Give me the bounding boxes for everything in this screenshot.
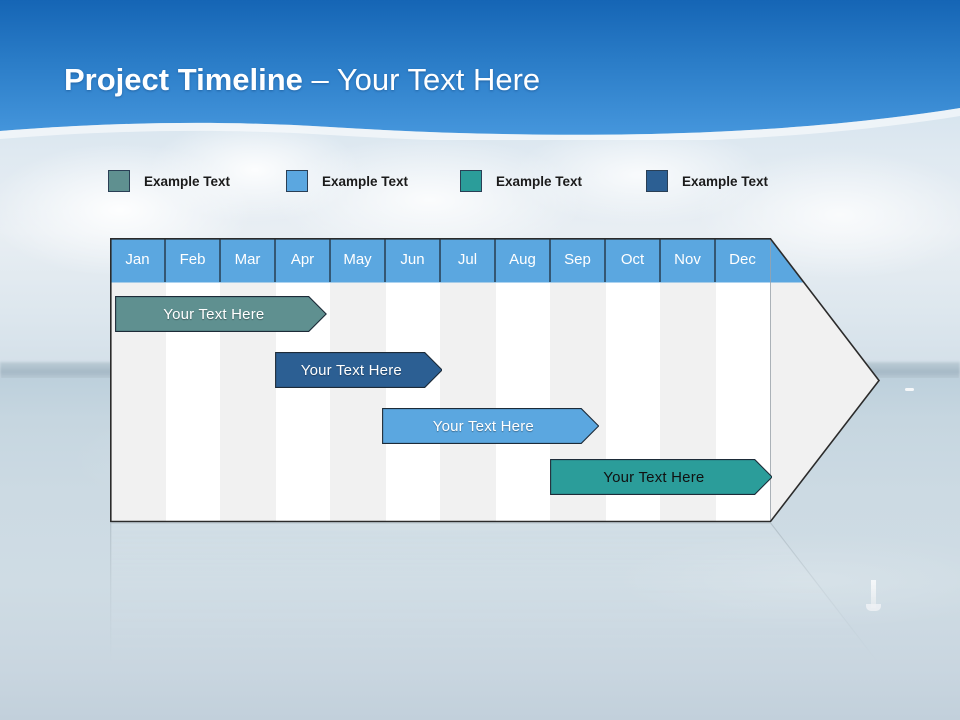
background-sailboat <box>866 580 881 611</box>
task-bar-chevron-shape <box>115 296 327 332</box>
task-bar-1[interactable]: Your Text Here <box>115 296 327 332</box>
task-bar-label: Your Text Here <box>163 305 265 323</box>
legend-item-1[interactable]: Example Text <box>108 168 230 194</box>
legend-item-label: Example Text <box>496 173 583 189</box>
month-header-jul[interactable]: Jul <box>457 251 478 268</box>
month-header-may[interactable]: May <box>343 251 372 268</box>
month-header-nov[interactable]: Nov <box>674 251 701 268</box>
month-header-sep[interactable]: Sep <box>564 251 591 268</box>
legend-item-label: Example Text <box>322 173 409 189</box>
title-banner <box>0 0 960 140</box>
task-bar-chevron-shape <box>549 459 773 495</box>
legend-item-3[interactable]: Example Text <box>460 168 582 194</box>
month-header-feb[interactable]: Feb <box>179 251 206 268</box>
task-bar-chevron-shape <box>381 408 599 444</box>
task-bar-2[interactable]: Your Text Here <box>274 352 443 388</box>
month-header-jun[interactable]: Jun <box>400 251 425 268</box>
background-speck <box>905 388 914 391</box>
month-header-aug[interactable]: Aug <box>509 251 536 268</box>
page-title-strong: Project Timeline <box>64 62 303 97</box>
task-bar-label: Your Text Here <box>432 417 534 435</box>
task-bar-label: Your Text Here <box>300 361 402 379</box>
legend-swatch-icon <box>286 170 308 192</box>
legend-swatch-icon <box>646 170 668 192</box>
legend-item-label: Example Text <box>682 173 769 189</box>
month-header-dec[interactable]: Dec <box>729 251 756 268</box>
page-title-light: – Your Text Here <box>302 62 541 97</box>
legend-swatch-icon <box>460 170 482 192</box>
chart-reflection <box>110 522 881 674</box>
legend: Example Text Example Text Example Text Exam… <box>108 168 848 196</box>
task-bar-3[interactable]: Your Text Here <box>381 408 599 444</box>
month-header-mar[interactable]: Mar <box>234 251 261 268</box>
page-title: Project Timeline – Your Text Here <box>64 60 540 100</box>
timeline-chart: Jan Feb Mar Apr May Jun Jul Aug Sep Oct Nov Dec You… <box>110 238 881 523</box>
legend-item-2[interactable]: Example Text <box>286 168 408 194</box>
month-header-apr[interactable]: Apr <box>290 251 315 268</box>
task-bar-chevron-shape <box>274 352 443 388</box>
month-header-jan[interactable]: Jan <box>125 251 150 268</box>
legend-item-4[interactable]: Example Text <box>646 168 768 194</box>
legend-swatch-icon <box>108 170 130 192</box>
legend-item-label: Example Text <box>144 173 231 189</box>
task-bar-4[interactable]: Your Text Here <box>549 459 773 495</box>
task-bar-label: Your Text Here <box>603 468 705 486</box>
month-header-oct[interactable]: Oct <box>620 251 645 268</box>
